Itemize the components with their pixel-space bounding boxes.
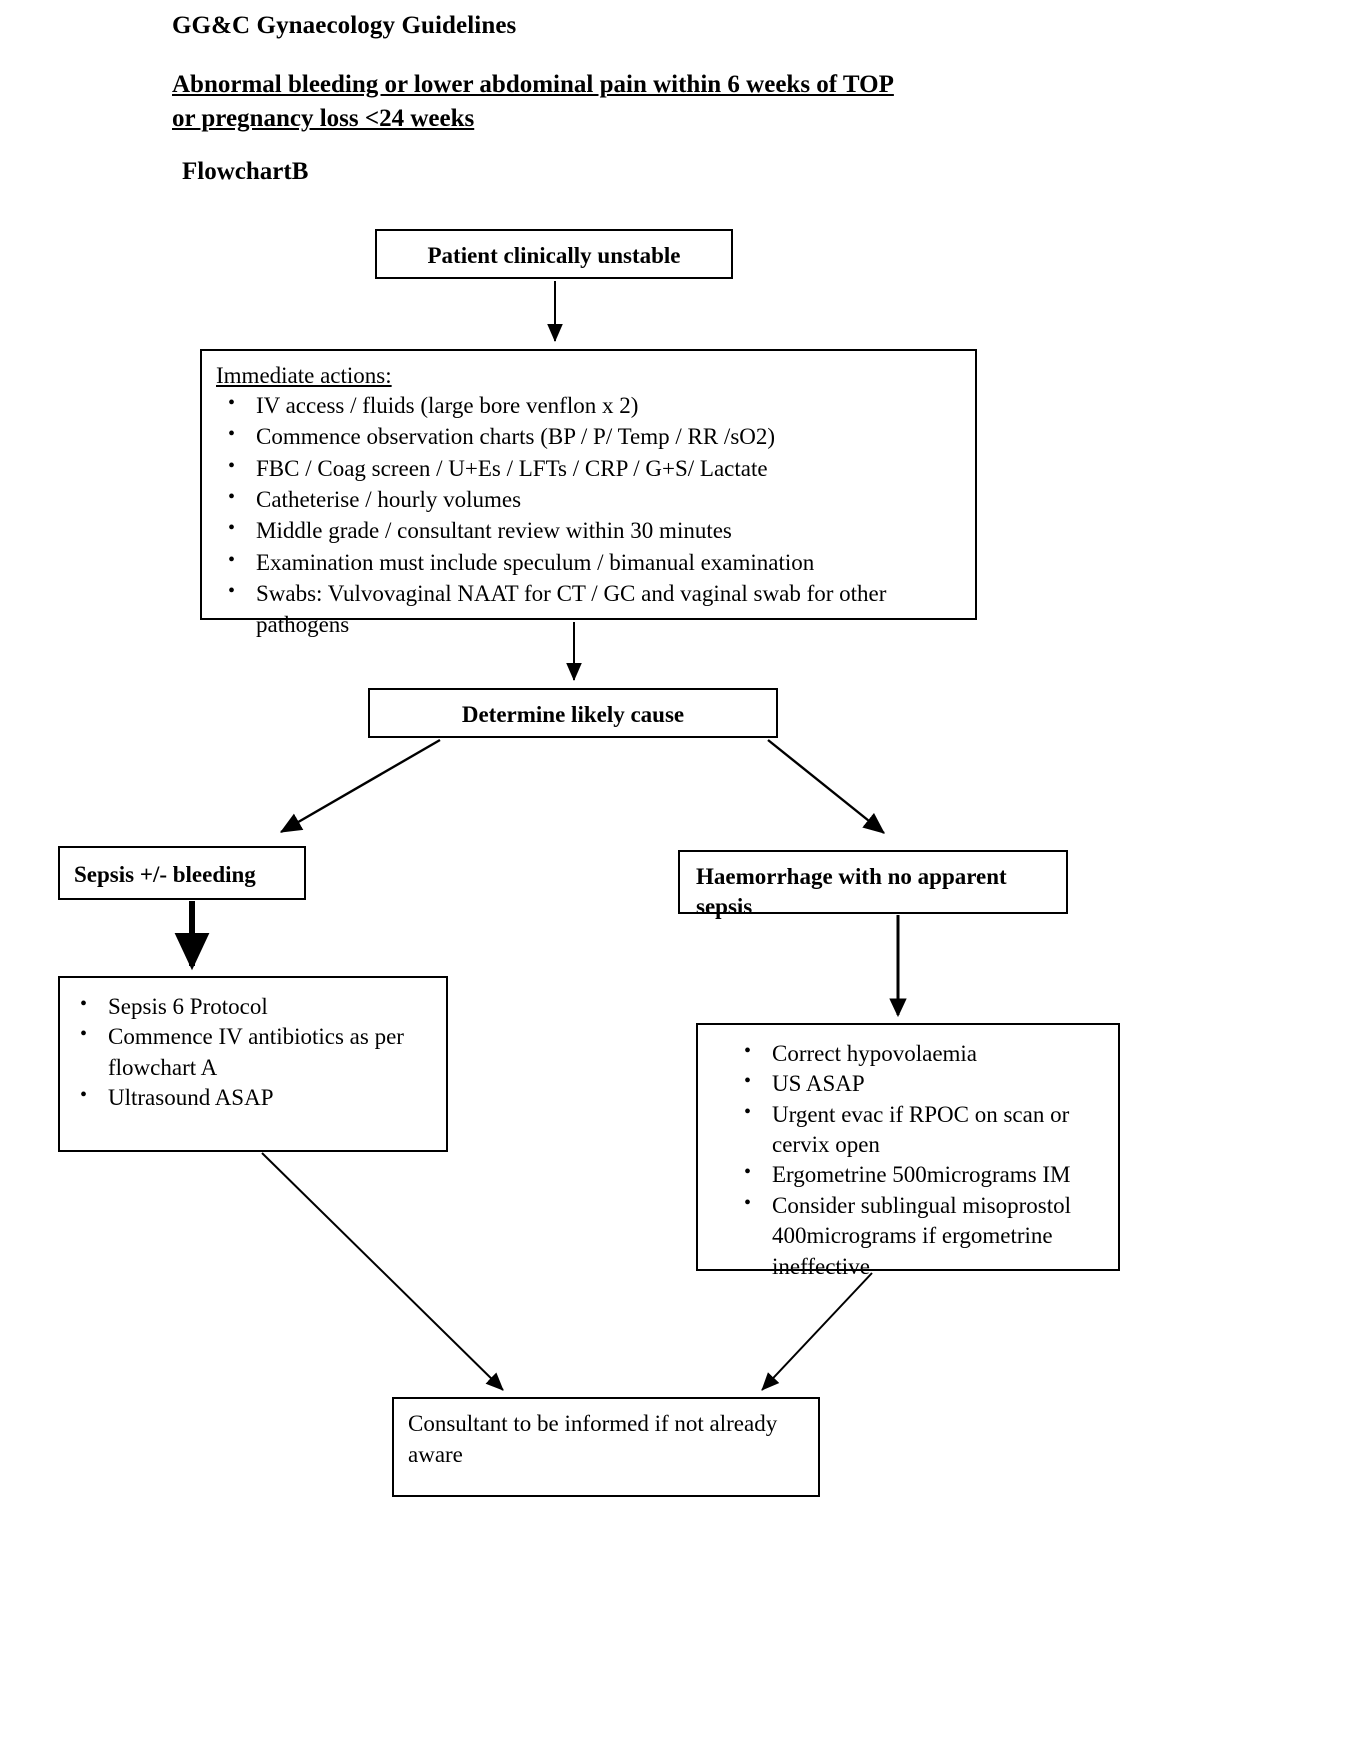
list-item: Middle grade / consultant review within … bbox=[216, 515, 961, 546]
list-item: Sepsis 6 Protocol bbox=[68, 991, 438, 1022]
document-subtitle: Abnormal bleeding or lower abdominal pai… bbox=[172, 71, 894, 132]
list-item: US ASAP bbox=[732, 1068, 1110, 1099]
page-title: GG&C Gynaecology Guidelines bbox=[172, 12, 517, 39]
list-item: Commence IV antibiotics as per flowchart… bbox=[68, 1021, 438, 1083]
list-item: Examination must include speculum / bima… bbox=[216, 547, 961, 578]
list-item: FBC / Coag screen / U+Es / LFTs / CRP / … bbox=[216, 453, 961, 484]
connector-haemorrhage-actions-to-consultant bbox=[761, 1272, 873, 1391]
node-patient-clinically-unstable[interactable]: Patient clinically unstable bbox=[375, 229, 733, 279]
list-item: IV access / fluids (large bore venflon x… bbox=[216, 390, 961, 421]
node-haemorrhage-title: Haemorrhage with no apparent sepsis bbox=[696, 864, 1007, 920]
node-sepsis-title: Sepsis +/- bleeding bbox=[74, 862, 256, 887]
node-determine-likely-cause[interactable]: Determine likely cause bbox=[368, 688, 778, 738]
connector-determine-to-sepsis bbox=[279, 738, 441, 834]
node-consultant-informed[interactable]: Consultant to be informed if not already… bbox=[392, 1397, 820, 1497]
list-item: Consider sublingual misoprostol 400micro… bbox=[732, 1190, 1110, 1282]
node-sepsis-actions[interactable]: Sepsis 6 Protocol Commence IV antibiotic… bbox=[58, 976, 448, 1152]
haemorrhage-actions-list: Correct hypovolaemia US ASAP Urgent evac… bbox=[732, 1038, 1110, 1282]
immediate-actions-label: Immediate actions: bbox=[216, 363, 392, 388]
list-item: Ultrasound ASAP bbox=[68, 1082, 438, 1113]
immediate-actions-list: IV access / fluids (large bore venflon x… bbox=[216, 390, 961, 640]
node-haemorrhage-no-sepsis[interactable]: Haemorrhage with no apparent sepsis bbox=[678, 850, 1068, 919]
node-consultant-text: Consultant to be informed if not already… bbox=[408, 1411, 778, 1467]
sepsis-actions-list: Sepsis 6 Protocol Commence IV antibiotic… bbox=[68, 991, 438, 1113]
node-sepsis-bleeding[interactable]: Sepsis +/- bleeding bbox=[58, 846, 306, 900]
list-item: Commence observation charts (BP / P/ Tem… bbox=[216, 421, 961, 452]
connector-sepsis-actions-to-consultant bbox=[261, 1152, 504, 1391]
connector-determine-to-haemorrhage bbox=[767, 739, 885, 834]
flowchart-label: FlowchartB bbox=[182, 158, 309, 185]
list-item: Ergometrine 500micrograms IM bbox=[732, 1159, 1110, 1190]
node-immediate-actions[interactable]: Immediate actions: IV access / fluids (l… bbox=[200, 349, 977, 637]
list-item: Catheterise / hourly volumes bbox=[216, 484, 961, 515]
list-item: Swabs: Vulvovaginal NAAT for CT / GC and… bbox=[216, 578, 961, 640]
list-item: Correct hypovolaemia bbox=[732, 1038, 1110, 1069]
node-unstable-title: Patient clinically unstable bbox=[427, 243, 681, 268]
node-haemorrhage-actions[interactable]: Correct hypovolaemia US ASAP Urgent evac… bbox=[696, 1023, 1120, 1279]
node-determine-title: Determine likely cause bbox=[461, 702, 685, 727]
list-item: Urgent evac if RPOC on scan or cervix op… bbox=[732, 1099, 1110, 1161]
